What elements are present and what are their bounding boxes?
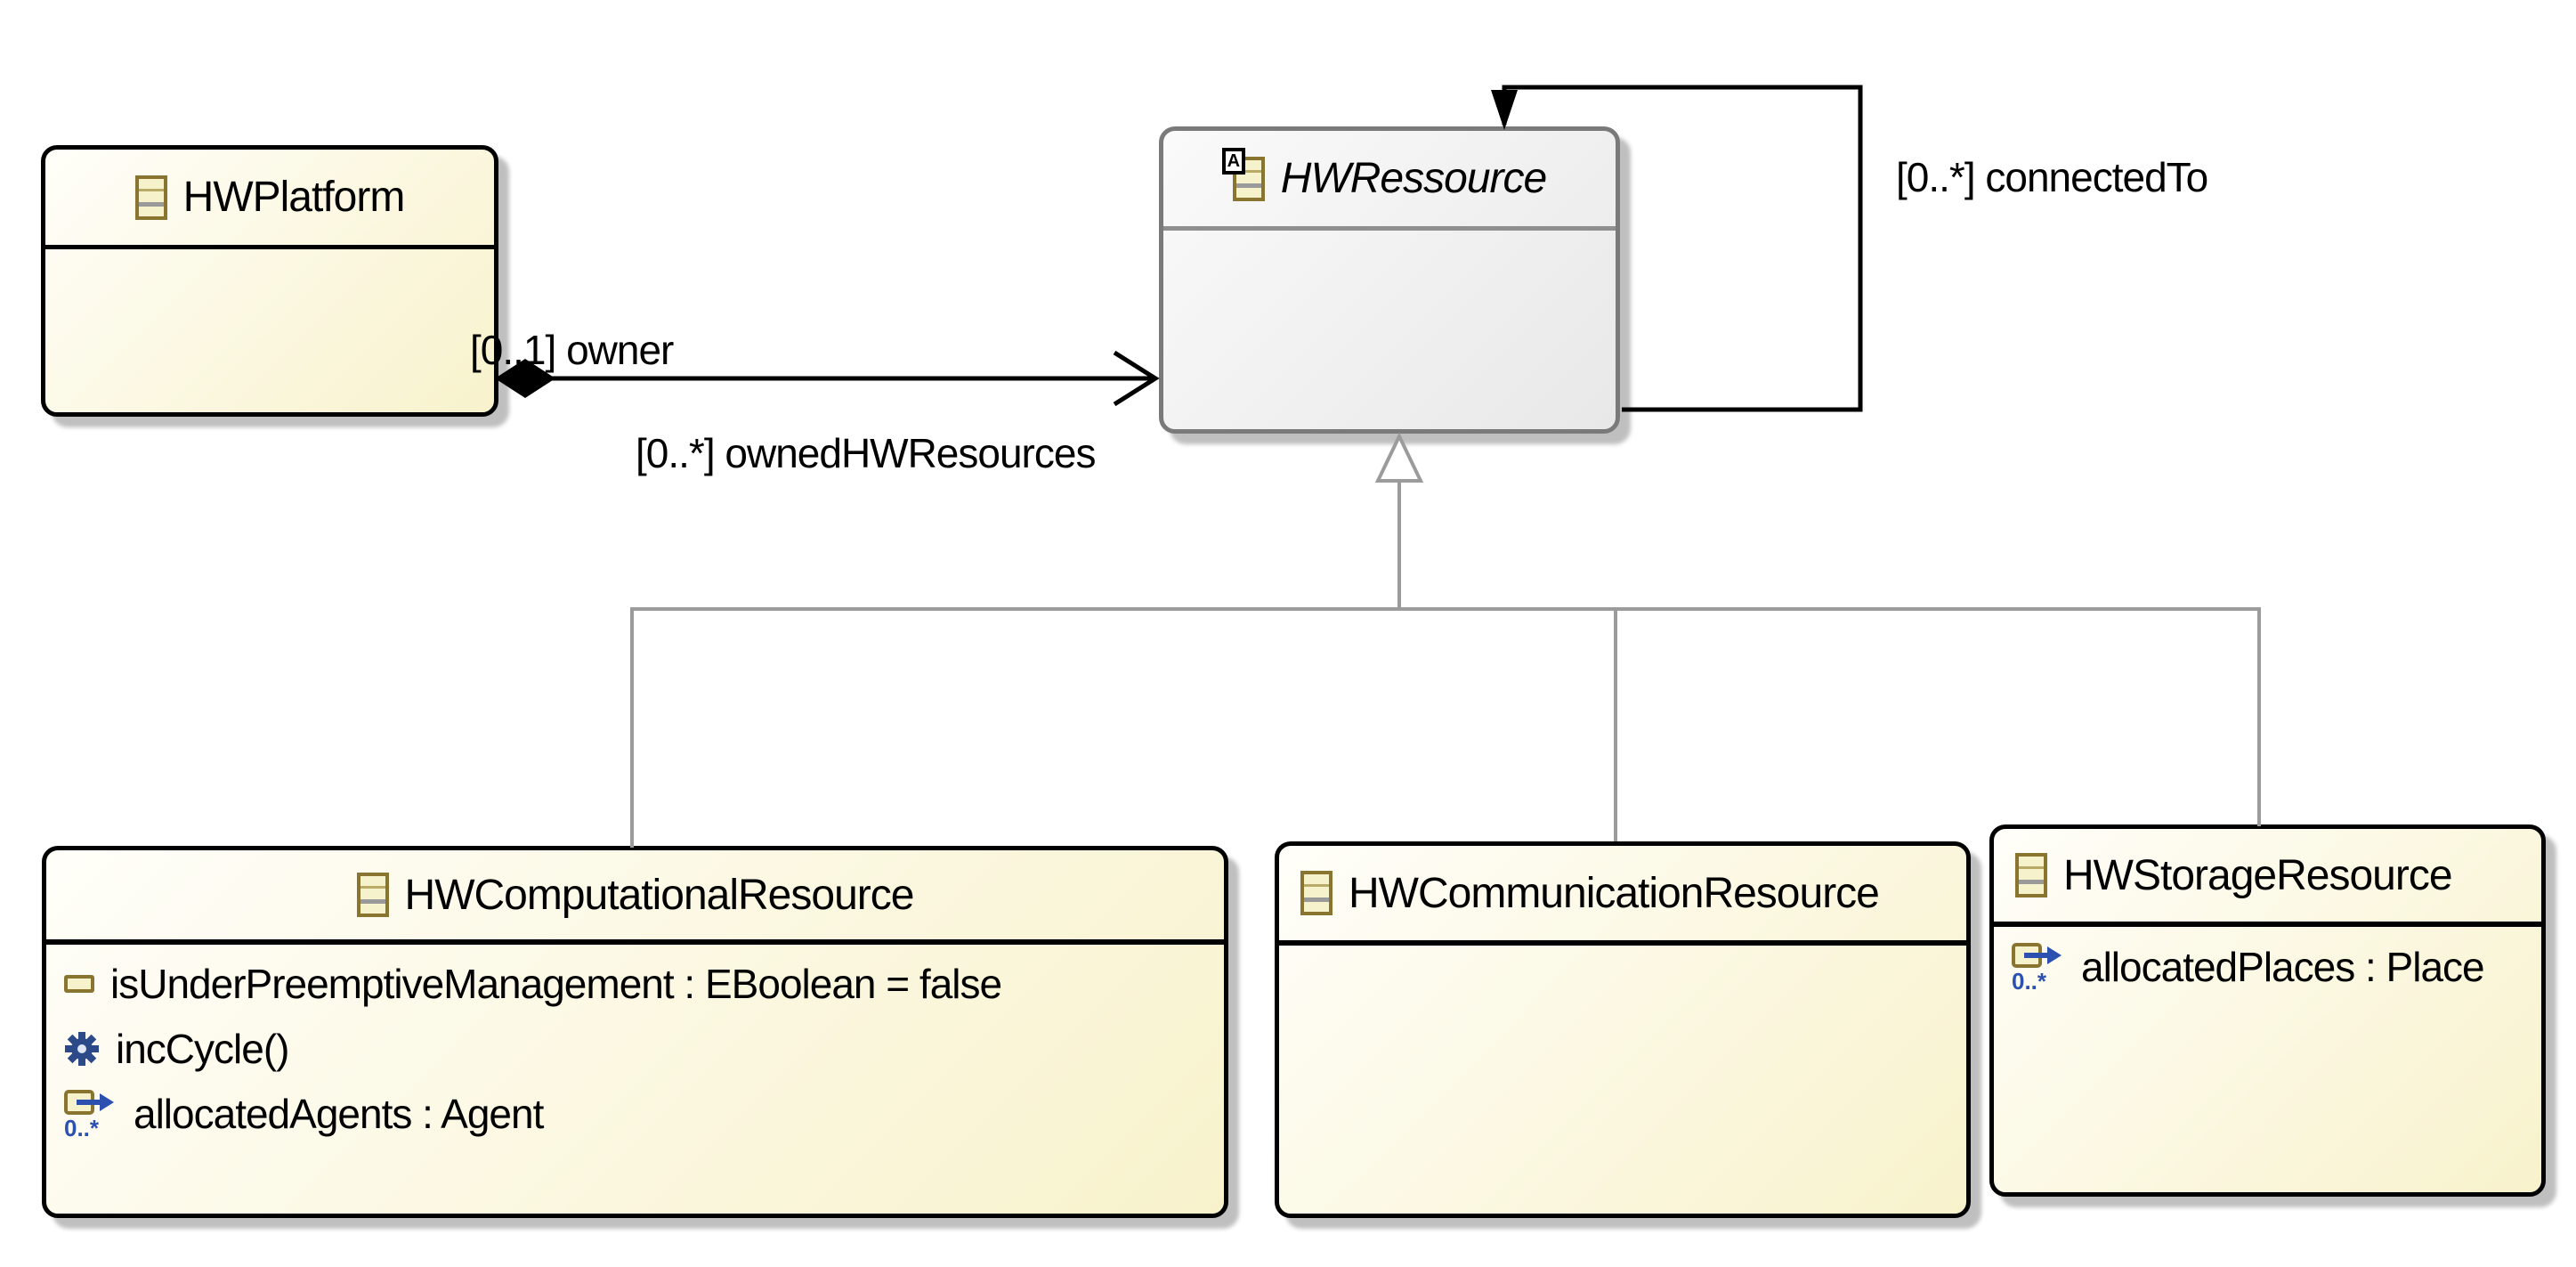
class-title: HWCommunicationResource bbox=[1349, 869, 1880, 917]
eclass-icon bbox=[2015, 853, 2047, 897]
ereference-icon: 0..* bbox=[2012, 941, 2065, 993]
eclass-icon bbox=[134, 175, 167, 220]
reference-row[interactable]: 0..* allocatedPlaces : Place bbox=[1994, 934, 2541, 999]
class-title: HWStorageResource bbox=[2063, 851, 2453, 899]
eclass-icon bbox=[1300, 871, 1333, 915]
generalization-edges[interactable] bbox=[630, 481, 2261, 848]
reference-label: allocatedPlaces : Place bbox=[2081, 943, 2485, 990]
eoperation-gear-icon bbox=[65, 1031, 99, 1066]
connectedto-multiplicity-label[interactable]: [0..*] connectedTo bbox=[1896, 154, 2208, 200]
ereference-icon: 0..* bbox=[64, 1088, 117, 1140]
class-node-hwressource[interactable]: A HWRessource bbox=[1159, 126, 1620, 434]
class-node-hwstorageresource[interactable]: HWStorageResource 0..* allocatedPlaces :… bbox=[1989, 824, 2546, 1197]
reference-row[interactable]: 0..* allocatedAgents : Agent bbox=[46, 1081, 1224, 1146]
self-association-arrowhead-icon bbox=[1491, 90, 1518, 130]
abstract-eclass-icon: A bbox=[1221, 147, 1265, 201]
class-title: HWPlatform bbox=[182, 174, 406, 221]
composition-arrowhead-icon bbox=[1113, 350, 1160, 407]
members-compartment: isUnderPreemptiveManagement : EBoolean =… bbox=[46, 945, 1224, 1146]
class-node-hwplatform[interactable]: HWPlatform bbox=[41, 145, 498, 417]
ownedhwresources-multiplicity-label[interactable]: [0..*] ownedHWResources bbox=[636, 430, 1096, 476]
abstract-marker-badge: A bbox=[1221, 147, 1245, 175]
class-node-hwcommunicationresource[interactable]: HWCommunicationResource bbox=[1275, 841, 1971, 1218]
attribute-label: isUnderPreemptiveManagement : EBoolean =… bbox=[110, 960, 1002, 1007]
reference-label: allocatedAgents : Agent bbox=[134, 1090, 544, 1137]
members-compartment: 0..* allocatedPlaces : Place bbox=[1994, 927, 2541, 999]
operation-row[interactable]: incCycle() bbox=[46, 1016, 1224, 1081]
attribute-row[interactable]: isUnderPreemptiveManagement : EBoolean =… bbox=[46, 951, 1224, 1016]
reference-multiplicity: 0..* bbox=[64, 1114, 100, 1141]
reference-multiplicity: 0..* bbox=[2012, 967, 2047, 995]
eattribute-icon bbox=[64, 974, 94, 993]
generalization-triangle-icon[interactable] bbox=[1374, 432, 1424, 483]
eclass-icon bbox=[356, 873, 389, 917]
class-node-hwcomputationalresource[interactable]: HWComputationalResource isUnderPreemptiv… bbox=[42, 846, 1228, 1218]
owner-multiplicity-label[interactable]: [0..1] owner bbox=[470, 327, 674, 373]
class-title: HWComputationalResource bbox=[404, 871, 915, 919]
operation-label: incCycle() bbox=[116, 1025, 289, 1072]
class-title: HWRessource bbox=[1280, 155, 1547, 202]
